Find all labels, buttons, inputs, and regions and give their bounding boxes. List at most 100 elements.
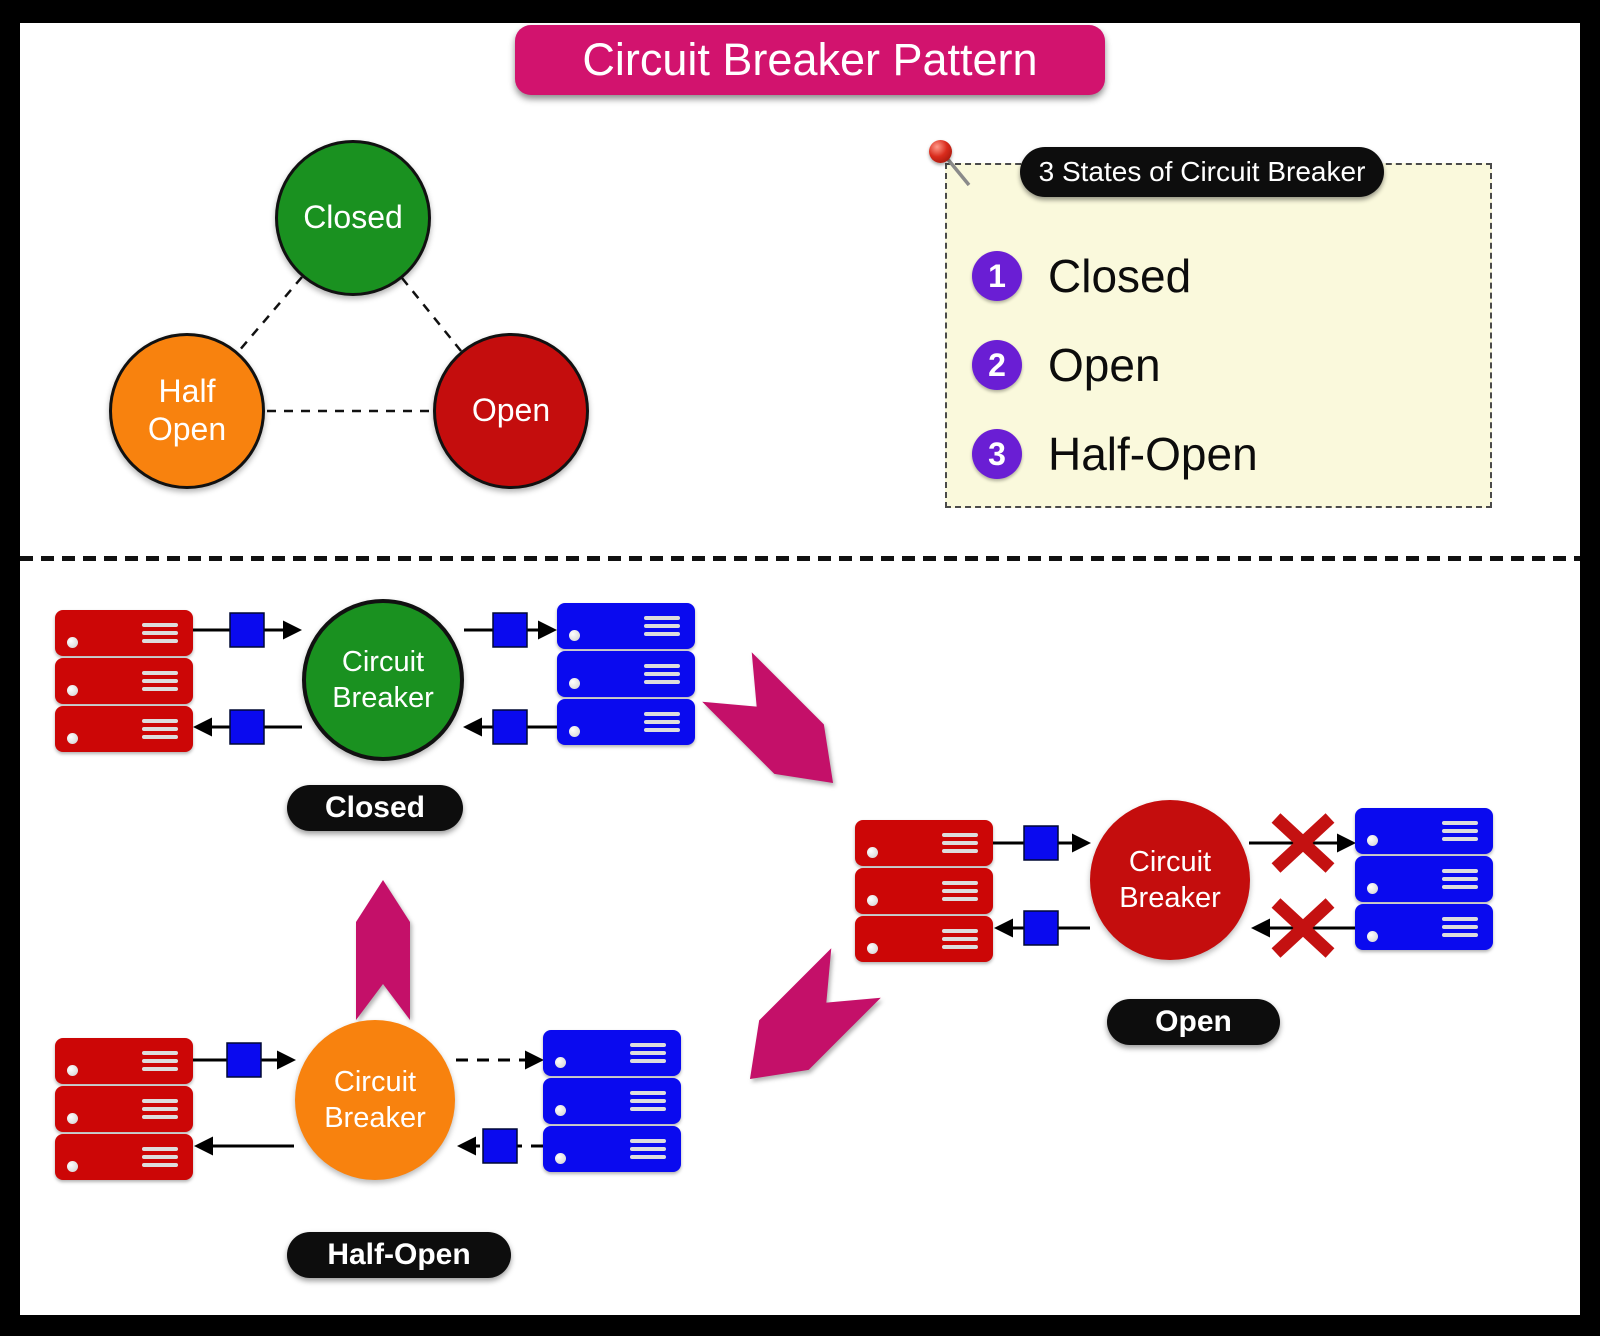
server-vents bbox=[644, 712, 680, 732]
note-list: 1 Closed 2 Open 3 Half-Open bbox=[972, 249, 1258, 481]
state-circle-open-label: Open bbox=[471, 392, 551, 429]
diagram-title: Circuit Breaker Pattern bbox=[515, 25, 1105, 95]
open-flow bbox=[993, 813, 1356, 958]
server-vents bbox=[630, 1139, 666, 1159]
server-vents bbox=[942, 929, 978, 949]
fail-x-icons bbox=[1271, 813, 1335, 958]
client-server-icon bbox=[55, 706, 193, 752]
packet-icons bbox=[226, 1042, 518, 1164]
state-circle-closed: Closed bbox=[275, 140, 431, 296]
server-vents bbox=[942, 833, 978, 853]
arrow-closed-to-open bbox=[702, 652, 834, 784]
state-label-open: Open bbox=[1107, 999, 1280, 1045]
section-divider bbox=[20, 556, 1580, 561]
breaker-label-line1: Circuit bbox=[341, 645, 425, 678]
server-led bbox=[67, 1161, 78, 1172]
state-circle-closed-label: Closed bbox=[303, 199, 403, 236]
arrowheads bbox=[194, 1050, 544, 1156]
server-led bbox=[555, 1105, 566, 1116]
arrow-halfopen-to-closed bbox=[356, 880, 410, 1020]
note-list-item: 3 Half-Open bbox=[972, 427, 1258, 481]
server-led bbox=[555, 1057, 566, 1068]
server-led bbox=[867, 895, 878, 906]
client-server-icon bbox=[855, 916, 993, 962]
server-vents bbox=[142, 671, 178, 691]
note-item-label: Closed bbox=[1048, 250, 1192, 302]
server-vents bbox=[1442, 821, 1478, 841]
number-badge: 1 bbox=[972, 251, 1022, 301]
note-list-item: 1 Closed bbox=[972, 249, 1258, 303]
server-led bbox=[555, 1153, 566, 1164]
state-transition-edges bbox=[237, 276, 462, 413]
server-led bbox=[1367, 835, 1378, 846]
server-vents bbox=[630, 1091, 666, 1111]
fail-x-icon bbox=[1271, 898, 1335, 958]
closed-flow bbox=[193, 612, 557, 745]
breaker-label-line2: Breaker bbox=[324, 1102, 426, 1134]
client-server-icon bbox=[55, 1086, 193, 1132]
client-server-icon bbox=[855, 820, 993, 866]
server-vents bbox=[644, 616, 680, 636]
server-led bbox=[67, 1113, 78, 1124]
server-vents bbox=[644, 664, 680, 684]
server-led bbox=[867, 943, 878, 954]
server-vents bbox=[142, 1051, 178, 1071]
arrowheads bbox=[994, 833, 1356, 938]
server-vents bbox=[142, 719, 178, 739]
packet-icons bbox=[229, 612, 528, 745]
server-led bbox=[67, 1065, 78, 1076]
state-label-closed: Closed bbox=[287, 785, 463, 831]
number-badge: 2 bbox=[972, 340, 1022, 390]
service-server-icon bbox=[543, 1126, 681, 1172]
server-led bbox=[1367, 883, 1378, 894]
fail-x-icon bbox=[1271, 813, 1335, 873]
breaker-label-line1: Circuit bbox=[1128, 845, 1212, 878]
client-server-icon bbox=[55, 1038, 193, 1084]
pin-needle bbox=[944, 155, 971, 187]
arrow-open-to-halfopen bbox=[749, 948, 881, 1080]
state-circle-half-open-label-line1: Half bbox=[158, 373, 216, 410]
state-circle-half-open: Half Open bbox=[109, 333, 265, 489]
transition-arrows bbox=[356, 652, 881, 1080]
pin-icon bbox=[944, 155, 971, 187]
client-server-icon bbox=[855, 868, 993, 914]
server-vents bbox=[142, 623, 178, 643]
note-item-label: Half-Open bbox=[1048, 428, 1258, 480]
client-server-icon bbox=[55, 610, 193, 656]
service-server-icon bbox=[557, 651, 695, 697]
breaker-label-line2: Breaker bbox=[332, 682, 434, 714]
server-led bbox=[67, 637, 78, 648]
note-list-item: 2 Open bbox=[972, 338, 1258, 392]
pin-head bbox=[929, 140, 952, 163]
client-server-icon bbox=[55, 1134, 193, 1180]
server-vents bbox=[142, 1099, 178, 1119]
server-vents bbox=[942, 881, 978, 901]
edge-closed-open bbox=[401, 277, 462, 352]
circuit-breaker-open: Circuit Breaker bbox=[1090, 800, 1250, 960]
server-led bbox=[569, 630, 580, 641]
service-server-icon bbox=[543, 1078, 681, 1124]
state-circle-half-open-label-line2: Open bbox=[147, 411, 227, 447]
note-title: 3 States of Circuit Breaker bbox=[1020, 147, 1384, 197]
state-circle-open: Open bbox=[433, 333, 589, 489]
server-led bbox=[1367, 931, 1378, 942]
breaker-label-line2: Breaker bbox=[1119, 882, 1221, 914]
number-badge: 3 bbox=[972, 429, 1022, 479]
arrowheads bbox=[193, 620, 557, 737]
circuit-breaker-closed: Circuit Breaker bbox=[302, 599, 464, 761]
sticky-note bbox=[945, 163, 1492, 508]
server-vents bbox=[1442, 917, 1478, 937]
server-led bbox=[67, 685, 78, 696]
server-vents bbox=[1442, 869, 1478, 889]
server-vents bbox=[630, 1043, 666, 1063]
service-server-icon bbox=[1355, 856, 1493, 902]
service-server-icon bbox=[557, 699, 695, 745]
server-led bbox=[67, 733, 78, 744]
server-led bbox=[867, 847, 878, 858]
service-server-icon bbox=[1355, 808, 1493, 854]
server-led bbox=[569, 678, 580, 689]
circuit-breaker-half-open: Circuit Breaker bbox=[295, 1020, 455, 1180]
server-led bbox=[569, 726, 580, 737]
